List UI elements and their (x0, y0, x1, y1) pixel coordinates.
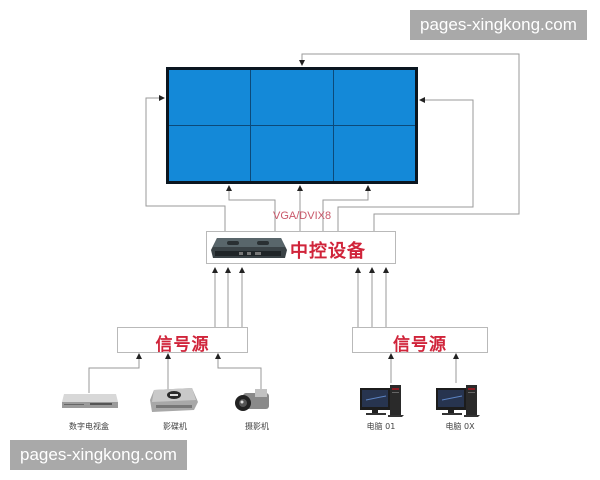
device-label: 数字电视盒 (69, 422, 109, 431)
camcorder-icon (235, 389, 269, 411)
screen-tile (251, 70, 333, 125)
set-top-box-icon (62, 394, 118, 408)
device-label: 影碟机 (163, 422, 187, 431)
controller-box: 中控设备 (206, 231, 396, 264)
video-wall (166, 67, 418, 184)
controller-title: 中控设备 (290, 241, 366, 262)
signal-source-box-right: 信号源 (352, 327, 488, 355)
screen-tile (333, 70, 415, 125)
signal-source-box-left: 信号源 (117, 327, 248, 355)
video-wall-grid (169, 70, 415, 181)
watermark-top: pages-xingkong.com (410, 10, 587, 40)
watermark-bottom: pages-xingkong.com (10, 440, 187, 470)
computer-icon (436, 385, 480, 417)
signal-source-title: 信号源 (155, 335, 210, 355)
device-label: 电脑 0X (445, 422, 475, 431)
device-label: 电脑 01 (366, 422, 396, 431)
screen-tile (169, 70, 251, 125)
screen-tile (251, 126, 333, 181)
screen-tile (169, 126, 251, 181)
controller-device-icon (211, 238, 287, 258)
computer-icon (360, 385, 404, 417)
screen-tile (333, 126, 415, 181)
interface-label: VGA/DVIX8 (273, 210, 332, 222)
device-label: 摄影机 (245, 422, 269, 431)
dvd-player-icon (150, 388, 198, 412)
signal-source-title: 信号源 (393, 335, 447, 355)
